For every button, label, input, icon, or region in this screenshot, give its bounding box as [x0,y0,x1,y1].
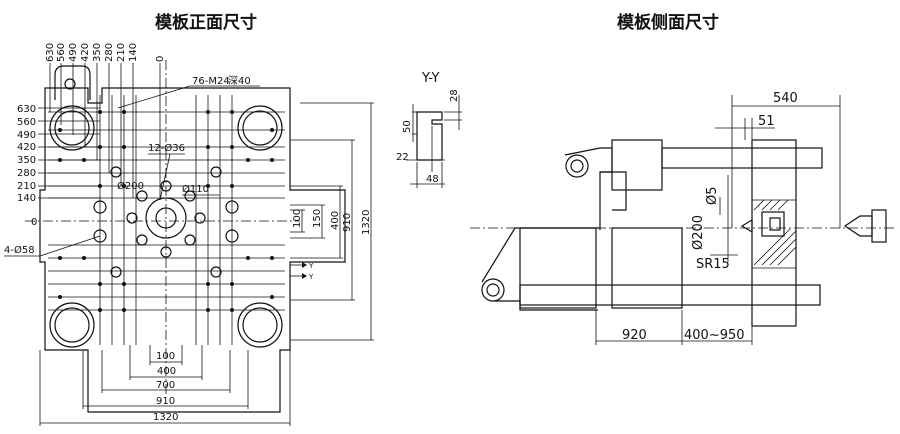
left-tick-labels: 630 560 490 420 350 280 210 140 0 [17,104,37,228]
y-axis-markers: Y Y [290,262,314,281]
top-tick-420: 420 [80,43,91,62]
top-tick-labels: 630 560 490 420 350 280 210 140 0 [45,43,166,62]
yy-dim-48: 48 [426,174,439,185]
side-dim-sr15: SR15 [696,257,730,272]
side-dim-400-950: 400~950 [684,328,745,343]
nozzle-tip [843,215,873,237]
side-dim-540: 540 [773,91,798,106]
tapped-hole-dots [58,110,274,312]
side-dim-phi200: Ø200 [691,215,706,250]
upper-ear-inner [570,159,584,173]
upper-link [564,147,613,230]
left-tick-350: 350 [17,155,36,166]
fixed-platen-section [751,199,797,269]
top-tick-630: 630 [45,43,56,62]
section-hatch [753,199,797,266]
dim-100-bottom: 100 [156,351,175,362]
front-view: 630 560 490 420 350 280 210 140 0 630 56… [4,43,374,426]
left-tick-0: 0 [31,217,37,228]
yy-dim-50: 50 [402,120,413,133]
section-yy-label: Y-Y [421,71,440,86]
lower-link [481,227,600,311]
left-tick-420: 420 [17,142,36,153]
top-tick-210: 210 [116,43,127,62]
top-tick-0: 0 [155,56,166,62]
dim-400-bottom: 400 [157,366,176,377]
tap-depth-callout: 深40 [228,75,251,87]
left-tick-140: 140 [17,193,36,204]
dim-910-right: 910 [342,213,353,232]
dim-400-right: 400 [330,211,341,230]
tie-bar-lower [519,284,821,306]
nozzle-bore [769,217,781,231]
dim-910-bottom: 910 [156,396,175,407]
side-dim-920: 920 [622,328,647,343]
dim-100-right: 100 [292,209,303,228]
top-tick-350: 350 [92,43,103,62]
left-tick-560: 560 [17,117,36,128]
left-tick-630: 630 [17,104,36,115]
ejector-holes-callout: 4-Ø58 [4,244,35,256]
nozzle-seat [761,211,785,237]
side-dim-51: 51 [758,114,775,129]
moving-platen-upper [611,139,663,191]
tie-bar-hole-tr [237,105,283,151]
bolt-holes-callout: 12-Ø36 [148,142,185,154]
bottom-dimension-lines [39,345,291,426]
left-dimension-lines [38,107,100,199]
lower-ear-inner [486,283,500,297]
tie-bar-hole-bl-inner [54,307,90,343]
yy-dim-22: 22 [396,152,409,163]
centre-ring [145,197,187,239]
top-tick-280: 280 [104,43,115,62]
top-tick-490: 490 [68,43,79,62]
dim-700-bottom: 700 [156,380,175,391]
t-slot-profile [416,111,443,161]
tie-bar-upper [661,147,823,169]
tap-holes-callout: 76-M24 [192,76,230,87]
side-view-title: 模板侧面尺寸 [617,13,719,33]
side-dim-phi5: Ø5 [705,186,720,205]
dim-150-right: 150 [312,209,323,228]
dim-1320-bottom: 1320 [153,412,178,423]
moving-platen-lower [519,227,597,309]
tap-holes-leader [117,85,191,109]
y-marker-top: Y [308,262,314,270]
tie-bar-hole-bl [49,302,95,348]
lower-ear-outer [481,278,505,302]
right-dimension-lines [290,102,374,341]
platen-web [600,171,627,211]
left-tick-280: 280 [17,168,36,179]
bolt-circle-holes [93,166,239,278]
tie-bar-hole-tl-inner [54,110,90,146]
section-yy: Y-Y 28 50 22 48 [396,71,462,188]
nozzle-body [871,209,887,243]
dim-1320-right: 1320 [361,210,372,235]
tie-bar-hole-tr-inner [242,110,278,146]
tie-bar-hole-br [237,302,283,348]
yy-dim-28: 28 [449,89,460,102]
front-view-title: 模板正面尺寸 [155,13,257,33]
left-tick-490: 490 [17,130,36,141]
tie-bar-hole-tl [49,105,95,151]
side-bottom-dimension-lines [595,310,753,345]
top-tick-140: 140 [128,43,139,62]
upper-ear-outer [565,154,589,178]
ear-hole [64,78,76,90]
left-tick-210: 210 [17,181,36,192]
tie-bar-hole-br-inner [242,307,278,343]
side-view: 540 51 Ø5 Ø200 SR15 920 400~950 [470,91,895,345]
grid-lines [48,95,285,345]
locating-callout: Ø110 [182,183,209,195]
top-dimension-lines [49,63,161,200]
sprue-tip [740,218,753,234]
platen-outline [39,87,346,413]
centre-ring-callout: Ø200 [117,180,144,192]
moving-platen-body [611,227,683,309]
top-tick-560: 560 [56,43,67,62]
side-top-dimension-lines [710,95,841,262]
y-marker-bottom: Y [308,273,314,281]
